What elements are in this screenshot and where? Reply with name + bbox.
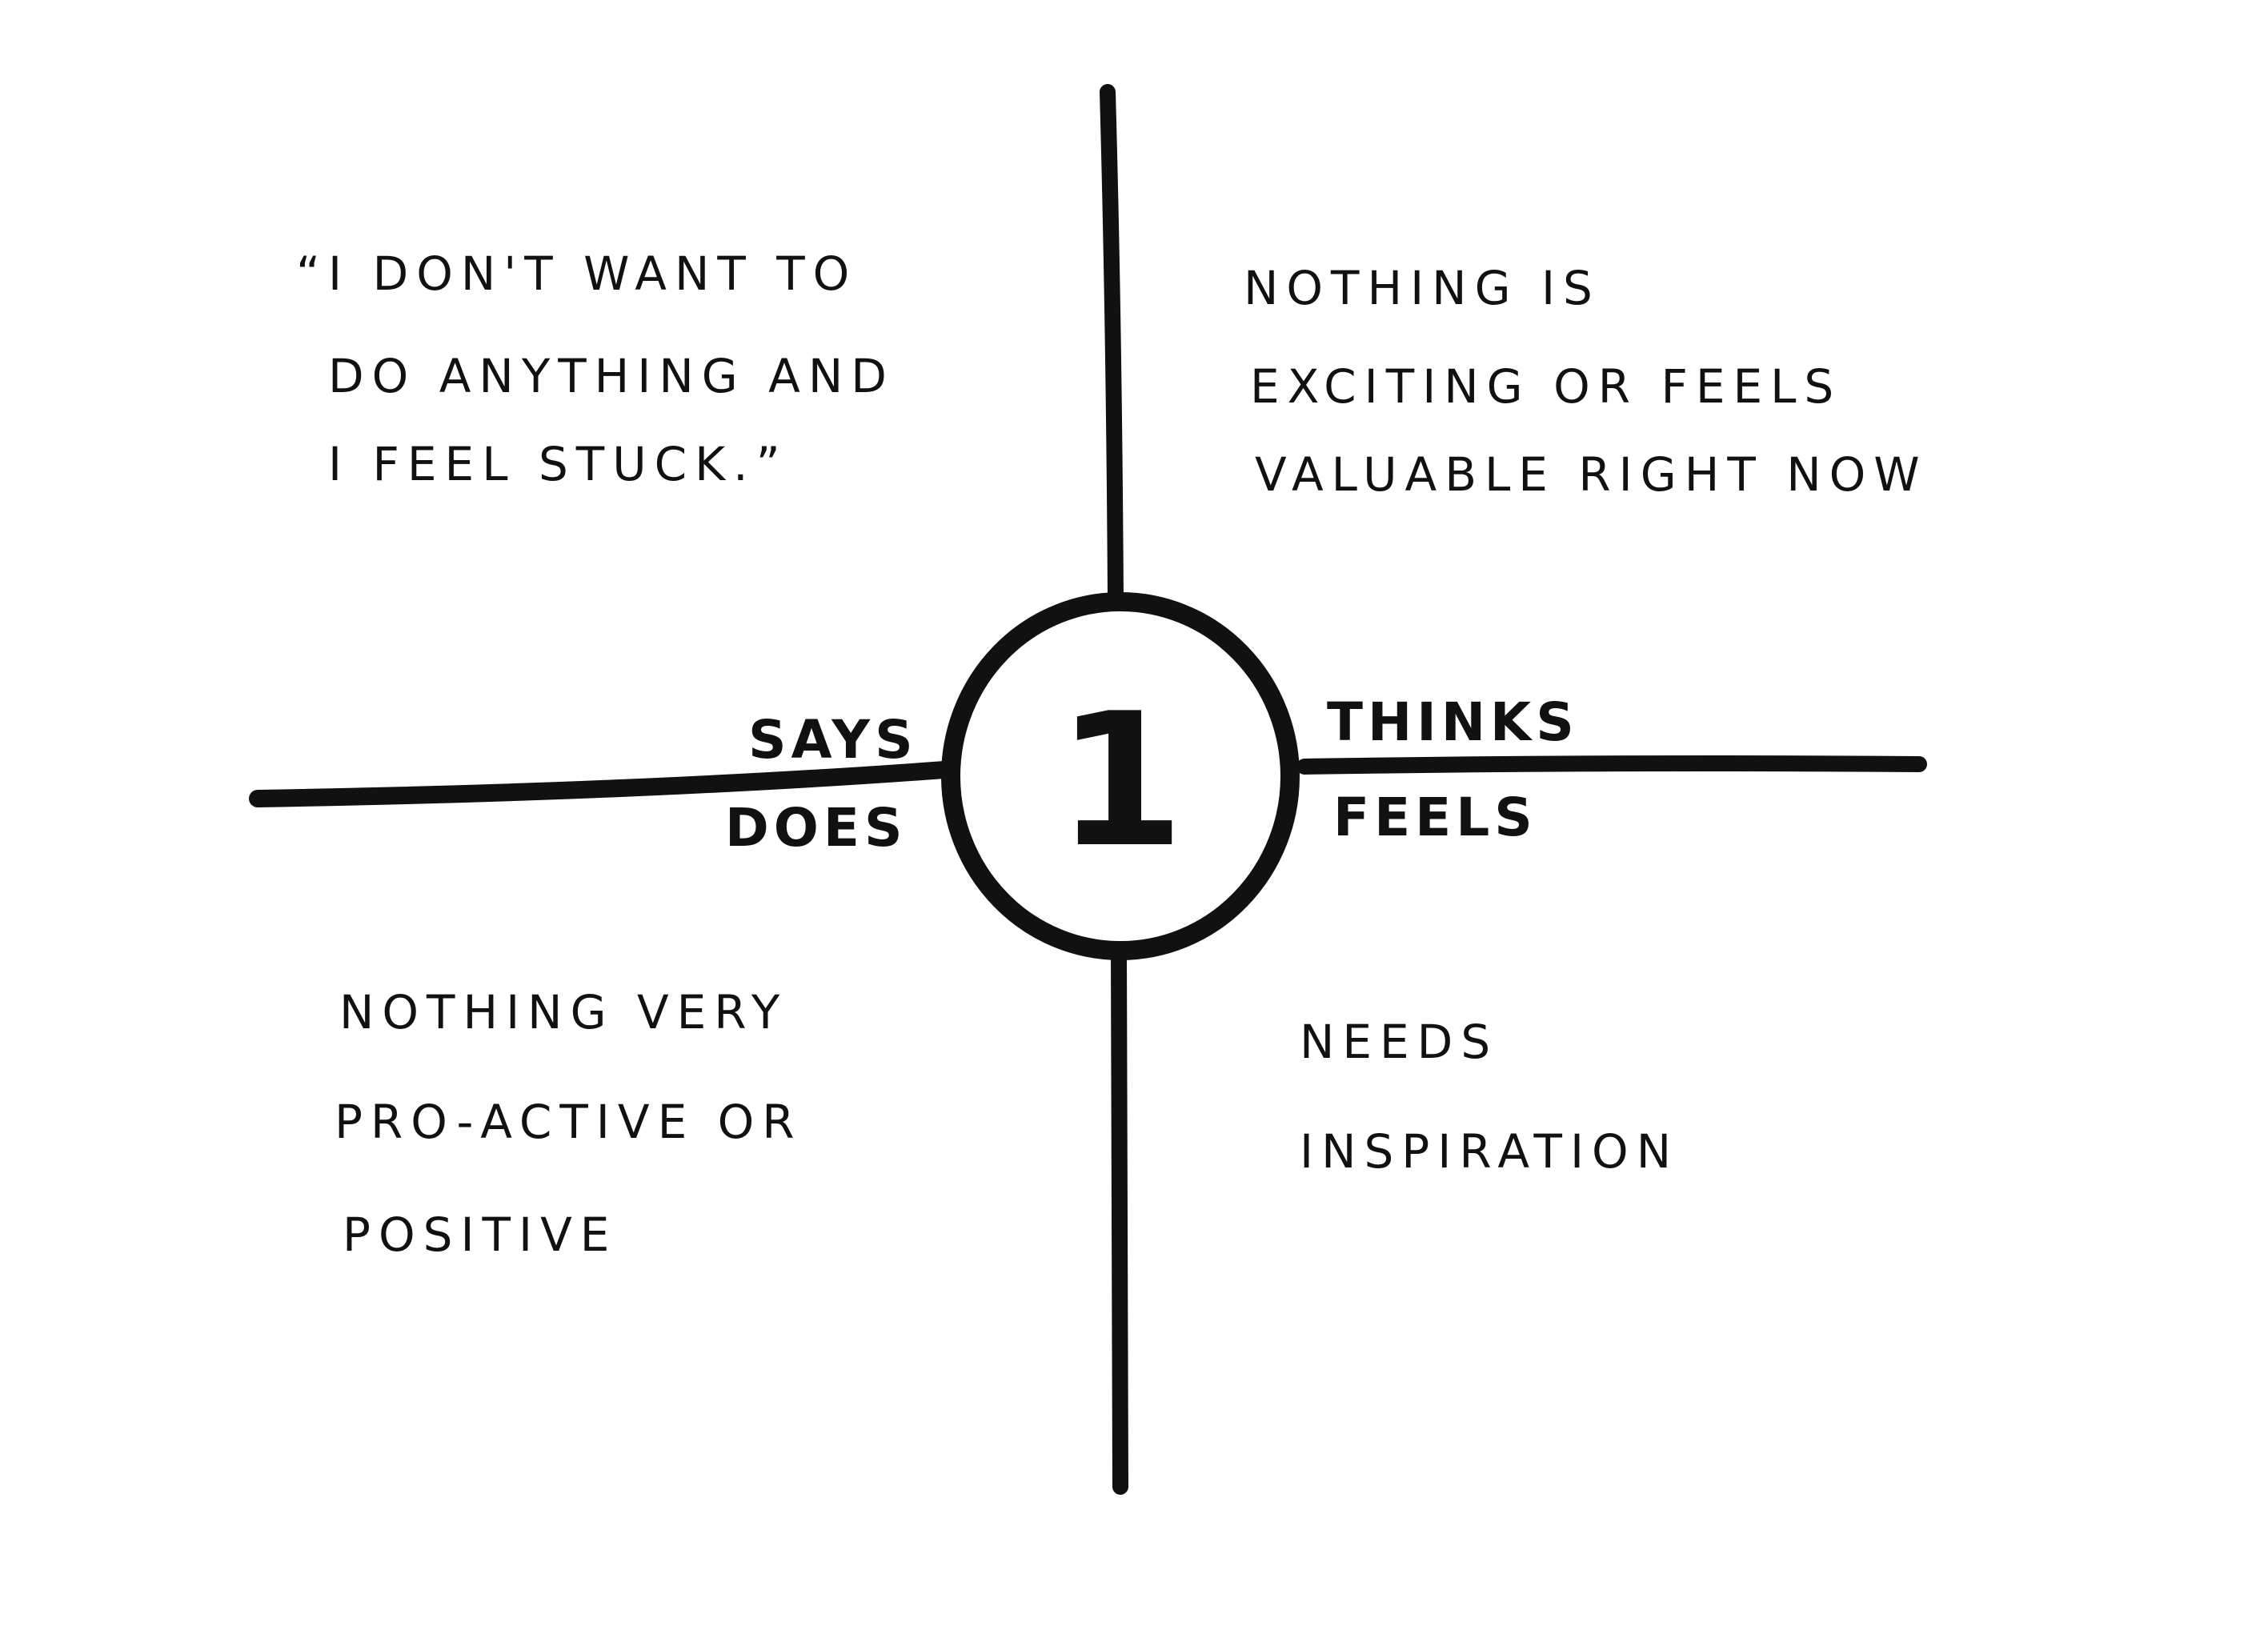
feels-line: NEEDS	[1300, 1015, 1498, 1069]
thinks-line: NOTHING IS	[1244, 261, 1601, 315]
label-feels: FEELS	[1333, 787, 1537, 848]
does-line: POSITIVE	[343, 1207, 617, 1262]
says-line: “I DON'T WANT TO	[296, 246, 857, 301]
does-line: NOTHING VERY	[339, 985, 787, 1039]
thinks-quadrant-text: NOTHING IS EXCITING OR FEELS VALUABLE RI…	[1244, 261, 1928, 502]
thinks-line: VALUABLE RIGHT NOW	[1255, 447, 1928, 502]
does-line: PRO-ACTIVE OR	[335, 1095, 803, 1149]
says-quadrant-text: “I DON'T WANT TO DO ANYTHING AND I FEEL …	[296, 246, 895, 491]
center-number: 1	[1056, 675, 1184, 888]
label-says: SAYS	[748, 709, 918, 771]
label-thinks: THINKS	[1327, 691, 1579, 753]
thinks-line: EXCITING OR FEELS	[1250, 359, 1841, 414]
says-line: DO ANYTHING AND	[328, 349, 895, 403]
feels-quadrant-text: NEEDS INSPIRATION	[1300, 1015, 1679, 1179]
center-circle	[941, 592, 1300, 960]
does-quadrant-text: NOTHING VERY PRO-ACTIVE OR POSITIVE	[335, 985, 803, 1262]
horizontal-axis-right	[1296, 755, 1927, 775]
vertical-axis-top	[1100, 84, 1124, 607]
label-does: DOES	[725, 797, 908, 859]
feels-line: INSPIRATION	[1300, 1124, 1679, 1179]
vertical-axis-bottom	[1111, 944, 1128, 1495]
says-line: I FEEL STUCK.”	[328, 437, 788, 491]
horizontal-axis-left	[249, 761, 953, 807]
